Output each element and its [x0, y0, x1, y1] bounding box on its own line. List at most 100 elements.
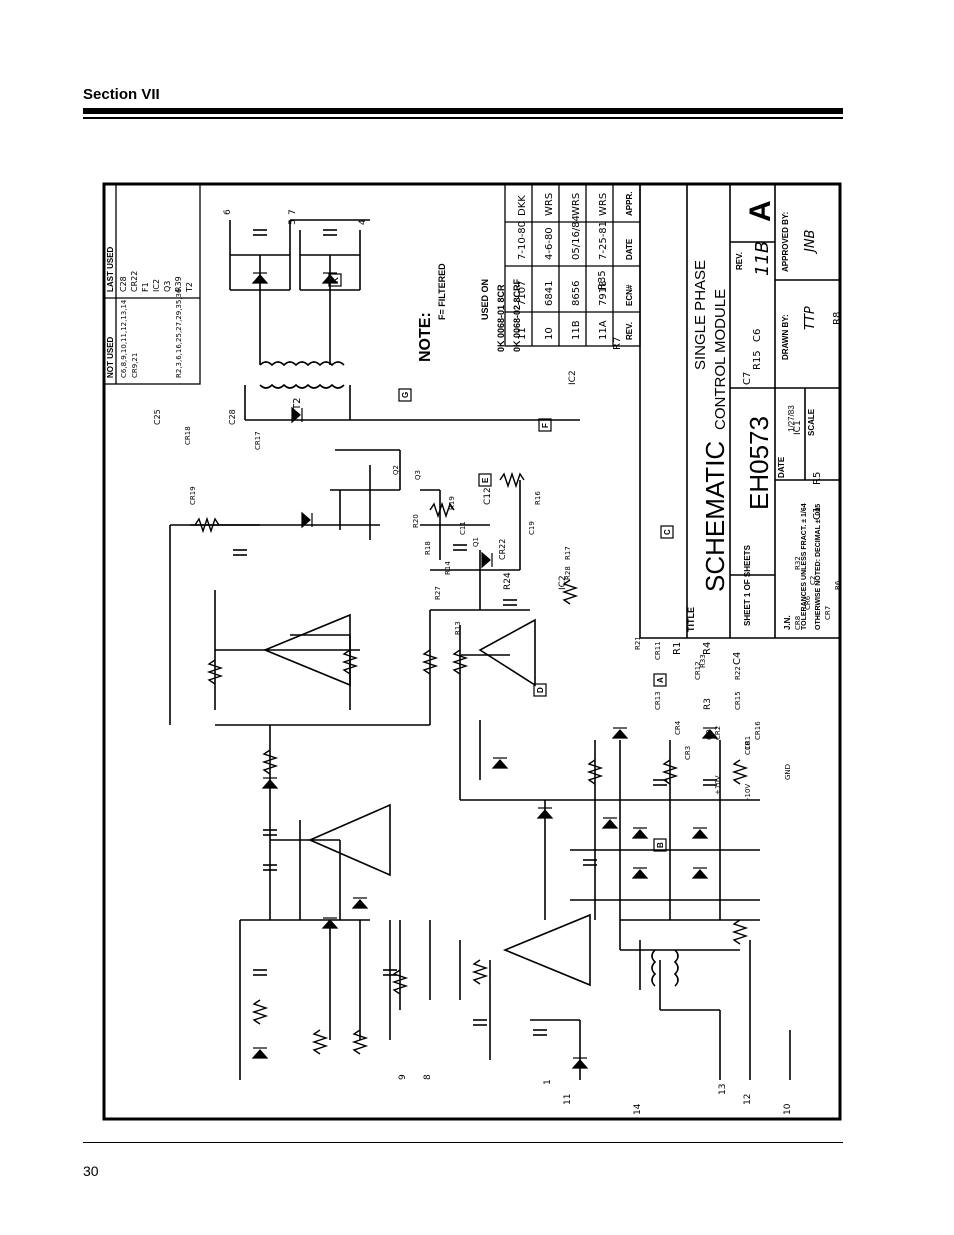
- parts-cell-last-used: Q3: [163, 281, 172, 292]
- parts-cell-not-used: C6,8,9,10,11,12,13,14: [120, 299, 128, 378]
- label-cr4: CR4: [674, 720, 682, 735]
- label-r6: R6: [834, 580, 842, 590]
- revision-cell: WRS: [598, 193, 609, 216]
- footer-rule: [83, 1142, 843, 1143]
- parts-table: [103, 183, 201, 385]
- label-r28: R28: [564, 566, 572, 580]
- sheet-label: SHEET 1 OF SHEETS: [743, 544, 752, 626]
- ic1-upper-symbol: [308, 803, 391, 877]
- terminal-4: 4: [358, 219, 368, 225]
- terminal-box-e: [478, 473, 492, 487]
- terminal-box-k: [328, 273, 342, 287]
- label-r33: R33: [699, 654, 707, 668]
- parts-cell-last-used: F1: [141, 282, 150, 292]
- label-cr3: CR3: [684, 746, 692, 760]
- note-text: F= FILTERED: [437, 263, 447, 320]
- terminal-box-f: [538, 418, 552, 432]
- rev-letter: A: [744, 200, 777, 222]
- label-cr13: CR13: [654, 691, 662, 710]
- parts-cell-last-used: IC2: [152, 279, 161, 292]
- terminal-10: 10: [783, 1103, 793, 1115]
- revision-header: REV.: [625, 322, 634, 340]
- label-r5: R5: [812, 472, 823, 485]
- label-r19: R19: [448, 496, 456, 510]
- label-m10v: -10V: [744, 784, 752, 800]
- terminal-7: 7: [288, 209, 298, 215]
- label-r21: R21: [634, 636, 642, 650]
- revision-cell: 7-10-80: [517, 221, 528, 260]
- main-title: SCHEMATIC: [700, 441, 730, 592]
- date-value: 1/27/83: [787, 405, 796, 432]
- resistors: [194, 471, 749, 1055]
- label-cr1: CR1: [744, 736, 752, 750]
- parts-cell-last-used: T2: [185, 282, 194, 293]
- label-cr16: CR16: [754, 721, 762, 740]
- revision-cell: 10: [544, 327, 555, 340]
- label-r4: R4: [702, 642, 713, 655]
- approved-by-label: APPROVED BY:: [781, 212, 790, 272]
- label-c7: C7: [742, 372, 753, 385]
- rev-value: 11B: [752, 241, 773, 276]
- terminal-5: 5: [288, 219, 298, 225]
- label-q1: Q1: [472, 537, 480, 547]
- terminal-13: 13: [718, 1084, 728, 1095]
- label-c25: C25: [153, 409, 162, 425]
- label-r32: R32: [794, 556, 802, 570]
- terminal-box-g: [398, 388, 412, 402]
- label-r15: R15: [752, 350, 763, 370]
- revision-cell: DKK: [517, 195, 528, 216]
- label-c9: C9: [705, 729, 714, 740]
- label-r27: R27: [434, 586, 442, 600]
- terminal-9: 9: [398, 1074, 408, 1080]
- title-label: TITLE: [686, 607, 696, 632]
- drawn-by-value: TTP: [803, 306, 818, 330]
- terminal-box-label-f: F: [541, 423, 550, 428]
- revision-cell: WRS: [544, 193, 555, 216]
- drawn-by-label: DRAWN BY:: [781, 314, 790, 360]
- terminal-box-label-a: A: [656, 677, 665, 683]
- terminal-8: 8: [423, 1074, 433, 1080]
- terminal-box-d: [533, 683, 547, 697]
- label-r18: R18: [424, 541, 432, 555]
- approved-by-value: JNB: [803, 229, 818, 255]
- label-r16: R16: [534, 491, 542, 505]
- used-on-line2: 0K 0068-02 8CRF: [512, 278, 522, 352]
- header-rule-thick: [83, 108, 843, 114]
- terminal-1: 1: [543, 1079, 553, 1085]
- label-ic2a: IC2: [568, 370, 578, 385]
- label-cr7: CR7: [824, 606, 832, 620]
- terminal-box-b: [653, 838, 667, 852]
- label-c1: C1: [812, 507, 823, 520]
- parts-cell-not-used: CR9,21: [131, 353, 139, 378]
- revision-cell: 7918: [598, 281, 609, 306]
- header-rule-thin: [83, 117, 843, 119]
- label-c4: C4: [732, 652, 743, 665]
- label-r7: R7: [612, 337, 623, 350]
- label-r35: R35: [597, 270, 608, 290]
- label-cr2: CR2: [714, 726, 722, 740]
- label-cr19: CR19: [189, 486, 197, 505]
- revision-cell: 05/16/84: [571, 215, 582, 260]
- label-c11: C11: [459, 521, 467, 535]
- revision-header: ECN#: [625, 284, 634, 306]
- terminal-box-label-g: G: [401, 392, 410, 398]
- terminal-6: 6: [223, 209, 233, 215]
- revision-header: DATE: [625, 238, 634, 260]
- terminal-box-a: [653, 673, 667, 687]
- terminal-box-label-e: E: [481, 477, 490, 483]
- label-cr8: CR8: [794, 616, 802, 630]
- label-cr11: CR11: [654, 641, 662, 660]
- label-c10: C10: [744, 741, 752, 755]
- scale-label: SCALE: [807, 408, 816, 436]
- page-number: 30: [83, 1163, 99, 1179]
- label-q3: Q3: [414, 470, 422, 480]
- label-cr12: CR12: [694, 661, 702, 680]
- parts-cell-not-used: R2,3,6,16,25,27,29,35,36: [175, 288, 183, 378]
- label-q2: Q2: [392, 465, 400, 475]
- revision-cell: 4-6-80: [544, 227, 555, 260]
- label-r1: R1: [672, 642, 683, 655]
- jn-label: J.N.: [783, 615, 792, 630]
- title-line1: SINGLE PHASE: [692, 260, 709, 370]
- label-c2: C2: [809, 576, 817, 585]
- label-r8: R8: [832, 312, 843, 325]
